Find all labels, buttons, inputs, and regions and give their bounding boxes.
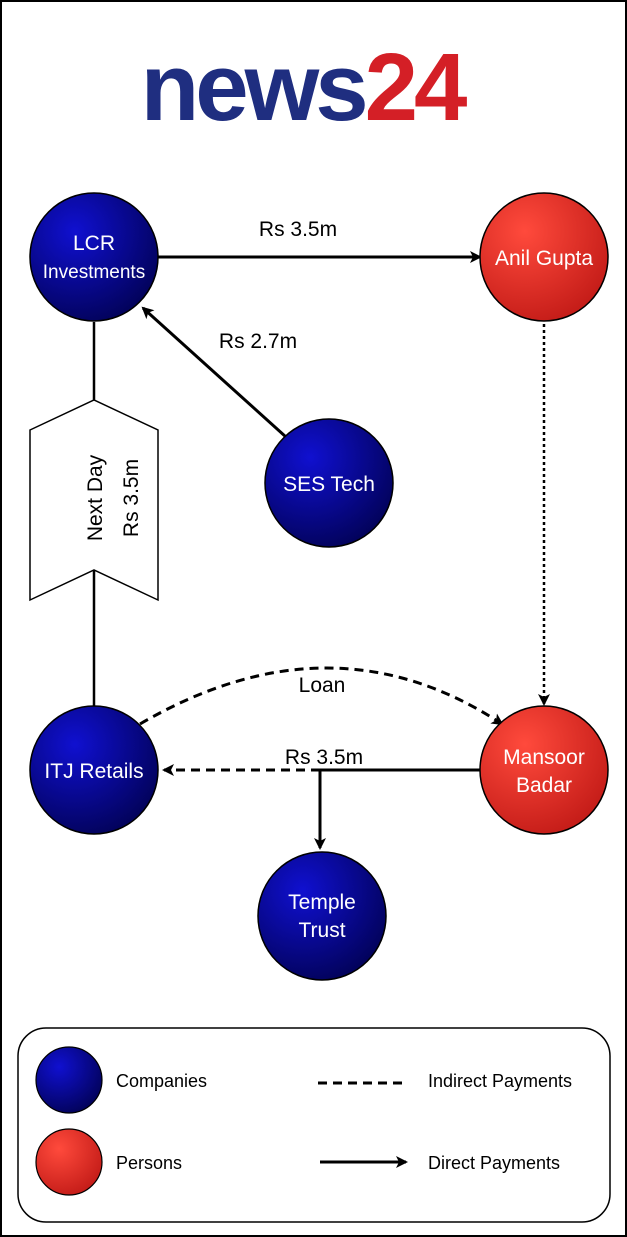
legend-box (17, 1027, 611, 1223)
legend: Companies Persons Indirect Payments Dire… (17, 1027, 611, 1223)
node-temple-trust: Temple Trust (257, 851, 387, 981)
edge-ses-to-lcr (141, 306, 288, 439)
edge-label-mansoor-to-itj: Rs 3.5m (285, 746, 363, 769)
node-anil-gupta: Anil Gupta (479, 192, 609, 322)
next-day-label: Next Day (84, 454, 107, 541)
node-ses-tech: SES Tech (264, 418, 394, 548)
node-ses-line1: SES Tech (283, 473, 375, 496)
node-lcr-line2: Investments (43, 262, 145, 283)
legend-indirect-label: Indirect Payments (428, 1071, 572, 1091)
edge-label-lcr-to-anil: Rs 3.5m (259, 218, 337, 241)
node-temple-line1: Temple (288, 891, 356, 914)
node-itj-retails: ITJ Retails (29, 705, 159, 835)
news24-logo: news24 (141, 34, 467, 141)
next-day-amount: Rs 3.5m (120, 459, 143, 537)
edge-label-ses-to-lcr: Rs 2.7m (219, 330, 297, 353)
node-mansoor-badar: Mansoor Badar (479, 705, 609, 835)
legend-direct-label: Direct Payments (428, 1153, 560, 1173)
node-itj-line1: ITJ Retails (44, 760, 143, 783)
next-day-shape (29, 399, 159, 602)
legend-companies-label: Companies (116, 1071, 207, 1091)
legend-company-swatch (35, 1046, 103, 1114)
edge-label-loan: Loan (299, 674, 346, 697)
edge-loan-itj-to-mansoor (139, 666, 504, 726)
node-lcr-investments: LCR Investments (29, 192, 159, 322)
node-temple-line2: Trust (298, 919, 345, 942)
logo-part-news: news (141, 34, 366, 141)
node-anil-line1: Anil Gupta (495, 247, 593, 270)
node-lcr-line1: LCR (73, 232, 115, 255)
node-mansoor-line1: Mansoor (503, 746, 585, 769)
legend-persons-label: Persons (116, 1153, 182, 1173)
node-mansoor-line2: Badar (516, 774, 572, 797)
logo-part-24: 24 (365, 34, 467, 141)
legend-person-swatch (35, 1128, 103, 1196)
